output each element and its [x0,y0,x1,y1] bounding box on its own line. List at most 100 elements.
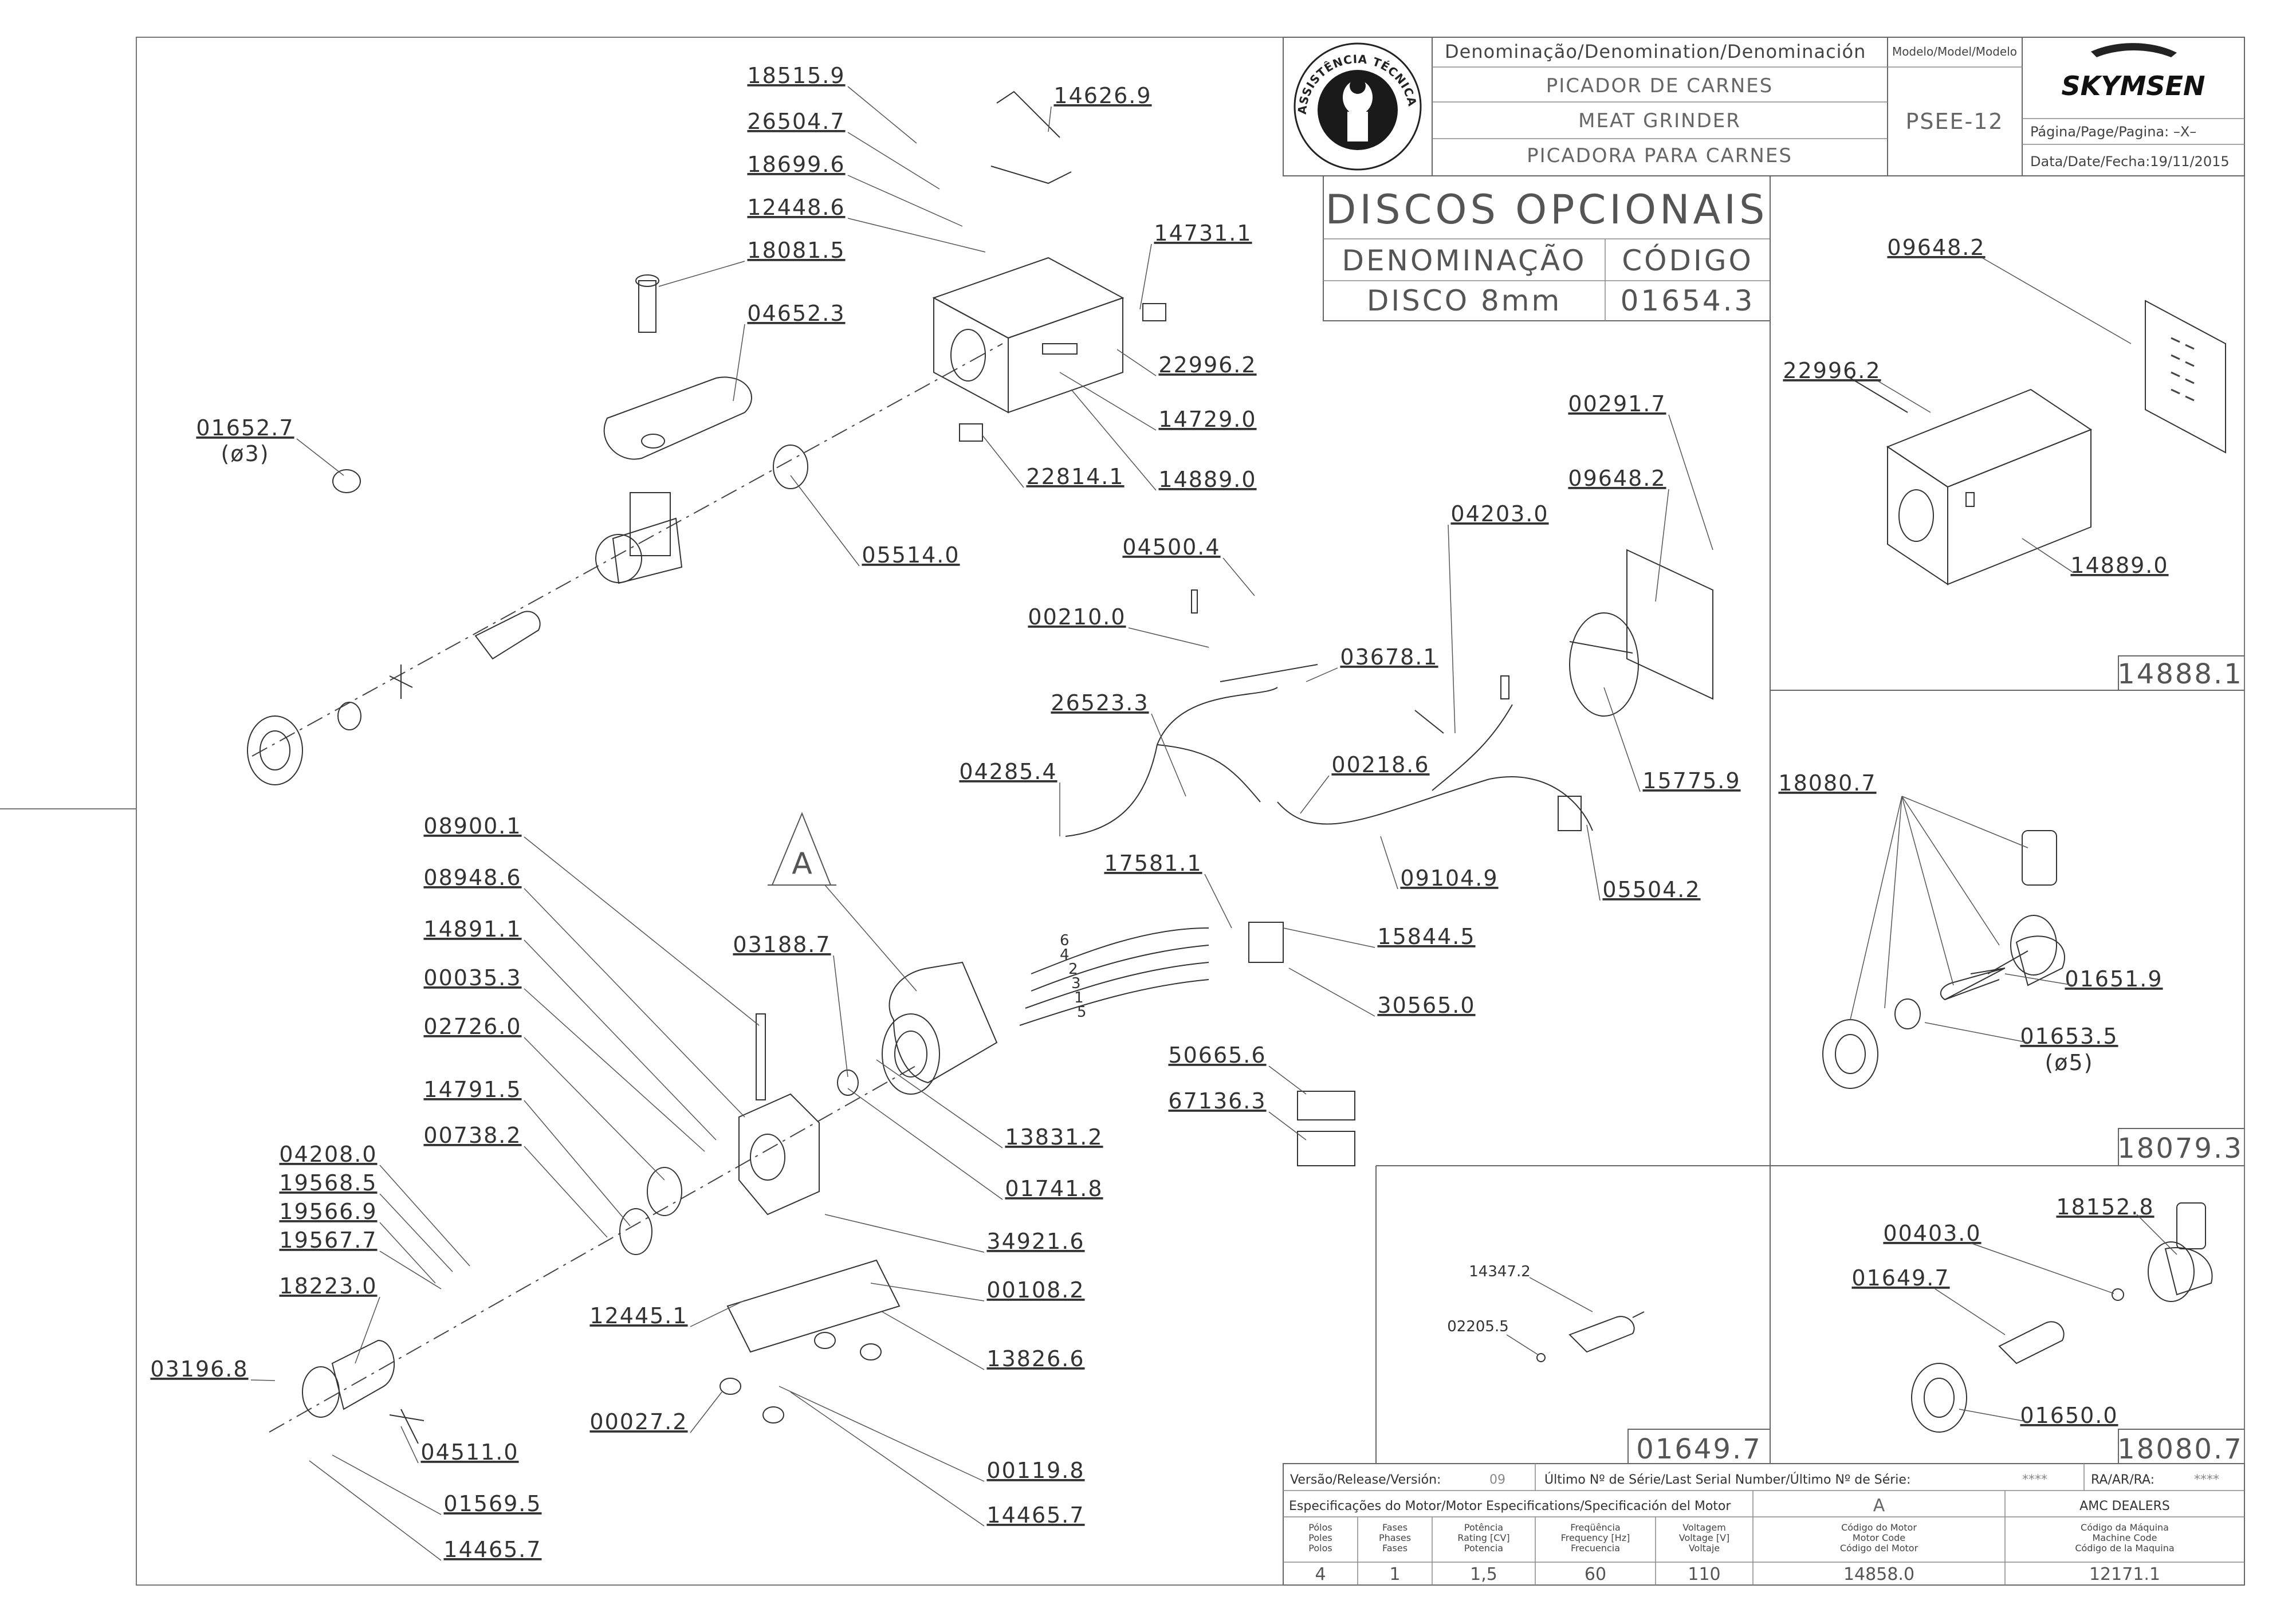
leader-line [332,1455,441,1515]
part-number-label: 14891.1 [423,917,521,942]
part-number-label: 14465.7 [986,1503,1084,1528]
p01649-label-02205-5: 02205.5 [1447,1318,1509,1335]
main-exploded-view [247,92,1713,1444]
part-number-label: 15775.9 [1642,768,1740,793]
part-number-label: 04500.4 [1122,534,1220,560]
p18080-label-00403-0: 00403.0 [1883,1221,1981,1246]
leader-line [791,1392,984,1526]
part-number-label: 14729.0 [1158,407,1256,432]
model-header: Modelo/Model/Modelo [1892,45,2017,58]
leader-line [524,1037,665,1180]
panel-code-18080: 18080.7 [2117,1433,2243,1465]
leader-line [848,132,939,189]
right-panels-grid [1376,176,2244,1464]
spec-header: Poles [1308,1532,1332,1543]
spec-header: Fases [1382,1522,1408,1533]
spec-value: 1 [1389,1564,1400,1584]
wire-number: 4 [1060,946,1070,964]
leader-line [1381,836,1398,889]
name-en: MEAT GRINDER [1578,109,1741,132]
part-number-label: 14465.7 [443,1537,541,1562]
leader-line [1604,687,1640,792]
part-number-label: 00291.7 [1568,391,1666,416]
leader-line [524,940,716,1140]
leader-line [524,888,745,1117]
p18079-label-01653-5: 01653.5 [2020,1024,2118,1049]
leader-line [1151,714,1186,796]
leader-line [1656,489,1669,601]
part-number-label: 00027.2 [589,1409,687,1434]
leader-line [380,1251,441,1289]
spec-header: Código del Motor [1840,1543,1918,1554]
version-value: 09 [1489,1473,1505,1487]
part-number-label: 03188.7 [733,932,831,957]
leader-line [1269,1066,1306,1094]
leader-line [982,435,1024,487]
section-a-letter: A [792,847,812,881]
wire-number: 6 [1060,932,1070,949]
part-number-label: 08900.1 [423,813,521,839]
part-number-label: 18081.5 [747,238,845,263]
spec-value: 4 [1315,1564,1326,1584]
leader-line [779,1386,984,1481]
leader-line [524,989,705,1151]
part-number-label: 19568.5 [279,1170,377,1196]
leader-line [1129,628,1209,647]
wire-number: 5 [1077,1004,1087,1021]
leader-line [1283,928,1375,947]
part-number-label: 09104.9 [1400,866,1498,891]
part-number-label: 04285.4 [959,759,1057,784]
p18079-label-18080-7: 18080.7 [1778,770,1876,796]
p18079-label-phi5: (ø5) [2045,1050,2093,1075]
panel-14888-drawing [1850,301,2226,584]
part-number-label: 17581.1 [1104,851,1202,876]
spec-header: Fases [1382,1543,1408,1554]
brand-name: SKYMSEN [2062,70,2205,101]
seal-text: ASSISTÊNCIA TÉCNICA AUTORIZADA [0,0,1420,115]
leader-line [848,86,917,143]
leader-line [690,1300,745,1327]
leader-line [733,324,745,401]
panel-01649-drawing [1537,1312,1644,1362]
leader-line [825,1214,984,1252]
leader-line [1587,825,1600,901]
part-number-label: 01652.7 [196,415,294,441]
section-a-ref: A [1873,1496,1885,1516]
part-number-label: 00119.8 [986,1458,1084,1483]
part-number-label: 22814.1 [1026,464,1124,489]
leader-line [1289,968,1375,1016]
part-number-label: 30565.0 [1377,993,1475,1018]
p14888-label-09648-2: 09648.2 [1887,235,1985,260]
leader-line [401,1426,418,1463]
spec-value: 110 [1688,1564,1720,1584]
leader-line [1269,1112,1306,1140]
part-number-label: 04652.3 [747,301,845,326]
part-number-label: 08948.6 [423,865,521,890]
part-number-label: 04203.0 [1450,501,1548,526]
part-number-label: 02726.0 [423,1014,521,1039]
ra-value: **** [2194,1473,2219,1487]
part-number-label: 05504.2 [1602,877,1700,902]
spec-header: Freqüência [1570,1522,1620,1533]
disc-name: DISCO 8mm [1367,284,1562,317]
leader-line [1205,874,1232,928]
leader-line [1669,415,1713,550]
section-a-marker: A [768,813,917,991]
leader-line [1140,244,1151,309]
part-number-label: 09648.2 [1568,466,1666,491]
part-number-label: 14791.5 [423,1077,521,1102]
spec-header: Código de la Maquina [2075,1543,2174,1554]
part-number-label: 04208.0 [279,1142,377,1167]
part-number-label: 18223.0 [279,1273,377,1299]
motor-wire-numbers: 6 4 2 3 1 5 [1060,932,1087,1021]
leader-line [876,1060,1002,1148]
part-number-label: 13831.2 [1005,1124,1103,1150]
ra-label: RA/AR/RA: [2091,1473,2155,1487]
spec-header: Potência [1464,1522,1503,1533]
spec-value: 1,5 [1470,1564,1497,1584]
date-label: Data/Date/Fecha:19/11/2015 [2030,154,2230,170]
spec-header: Motor Code [1853,1532,1905,1543]
part-number-label: 14731.1 [1154,221,1252,246]
part-number-label: 04511.0 [420,1440,518,1465]
